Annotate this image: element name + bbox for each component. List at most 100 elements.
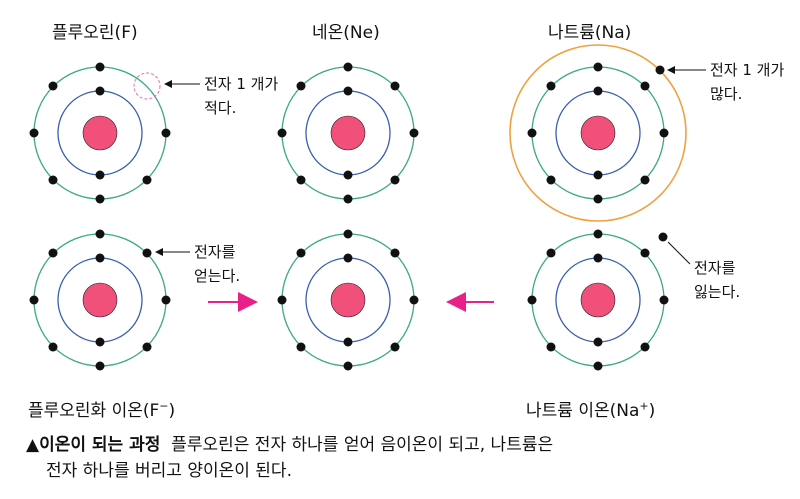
note-line: 얻는다. [194,267,241,285]
sodium-ion [527,229,691,371]
neon-atom [277,62,419,204]
electron [546,81,556,91]
electron [546,342,556,352]
electron [640,248,650,258]
electron [546,248,556,258]
electron [95,62,105,72]
electron [390,342,400,352]
electron [343,337,353,347]
electron [277,128,287,138]
caption-title: ▲이온이 되는 과정 [26,435,161,455]
fluorine-atom [29,62,200,204]
electron [640,342,650,352]
lose-electron-note: 전자를 잃는다. [694,256,740,304]
ion-charge: + [639,399,649,413]
electron [95,229,105,239]
nucleus [82,115,118,151]
neon-configuration [277,229,419,371]
electron [142,342,152,352]
gained-electron [142,248,152,258]
electron [343,194,353,204]
fluoride-ion-title: 플루오린화 이온(F−) [28,396,175,421]
electron [343,253,353,263]
electron [343,86,353,96]
electron [343,229,353,239]
electron [593,337,603,347]
electron [161,295,171,305]
electron [593,229,603,239]
electron [296,81,306,91]
electron [659,128,669,138]
electron [343,361,353,371]
electron [48,342,58,352]
electron [296,342,306,352]
electron [593,62,603,72]
electron [390,175,400,185]
fluorine-title: 플루오린(F) [52,23,138,43]
electron [95,337,105,347]
electron [343,62,353,72]
ion-name-end: ) [168,401,176,421]
gain-electron-note: 전자를 얻는다. [194,240,240,288]
note-line: 전자 1 개가 [204,75,279,93]
electron [659,295,669,305]
note-line: 적다. [204,99,237,117]
electron [29,295,39,305]
electron [593,86,603,96]
electron [48,248,58,258]
electron [48,81,58,91]
caption-text: 플루오린은 전자 하나를 얻어 음이온이 되고, 나트륨은 [171,435,554,455]
ion-name: 플루오린화 이온(F [28,401,160,421]
sodium-ion-title: 나트륨 이온(Na+) [526,396,655,421]
electron [277,295,287,305]
electron [640,81,650,91]
neon-title: 네온(Ne) [312,23,380,43]
note-line: 전자를 [694,259,736,277]
nucleus [580,282,616,318]
fluoride-ion [29,229,190,371]
electron [95,194,105,204]
electron [95,86,105,96]
sodium-title: 나트륨(Na) [548,23,632,43]
note-line: 전자를 [194,243,236,261]
electron [640,175,650,185]
figure-caption: ▲이온이 되는 과정 플루오린은 전자 하나를 얻어 음이온이 되고, 나트륨은… [26,432,786,484]
electron [48,175,58,185]
nucleus [82,282,118,318]
third-shell [509,44,687,222]
note-line: 많다. [710,85,743,103]
caption-line-1: ▲이온이 되는 과정 플루오린은 전자 하나를 얻어 음이온이 되고, 나트륨은 [26,432,786,458]
ion-name: 나트륨 이온(Na [526,401,640,421]
electron [593,170,603,180]
fluorine-missing-note: 전자 1 개가 적다. [204,72,278,120]
caption-line-2: 전자 하나를 버리고 양이온이 된다. [46,461,292,481]
sodium-extra-note: 전자 1 개가 많다. [710,58,784,106]
electron [390,248,400,258]
electron [390,81,400,91]
valence-electron [655,65,665,75]
electron [296,248,306,258]
nucleus [330,282,366,318]
electron [593,194,603,204]
ion-charge: − [159,399,169,413]
electron [95,170,105,180]
lost-electron [658,232,668,242]
nucleus [580,115,616,151]
electron [409,128,419,138]
electron [161,128,171,138]
electron [296,175,306,185]
electron [409,295,419,305]
ion-name-end: ) [648,401,656,421]
electron [546,175,556,185]
note-line: 전자 1 개가 [710,61,785,79]
electron [95,361,105,371]
electron [95,253,105,263]
nucleus [330,115,366,151]
electron [527,128,537,138]
electron [343,170,353,180]
sodium-atom [509,44,706,222]
annotation-arrow [667,241,691,265]
electron [593,361,603,371]
electron [593,253,603,263]
